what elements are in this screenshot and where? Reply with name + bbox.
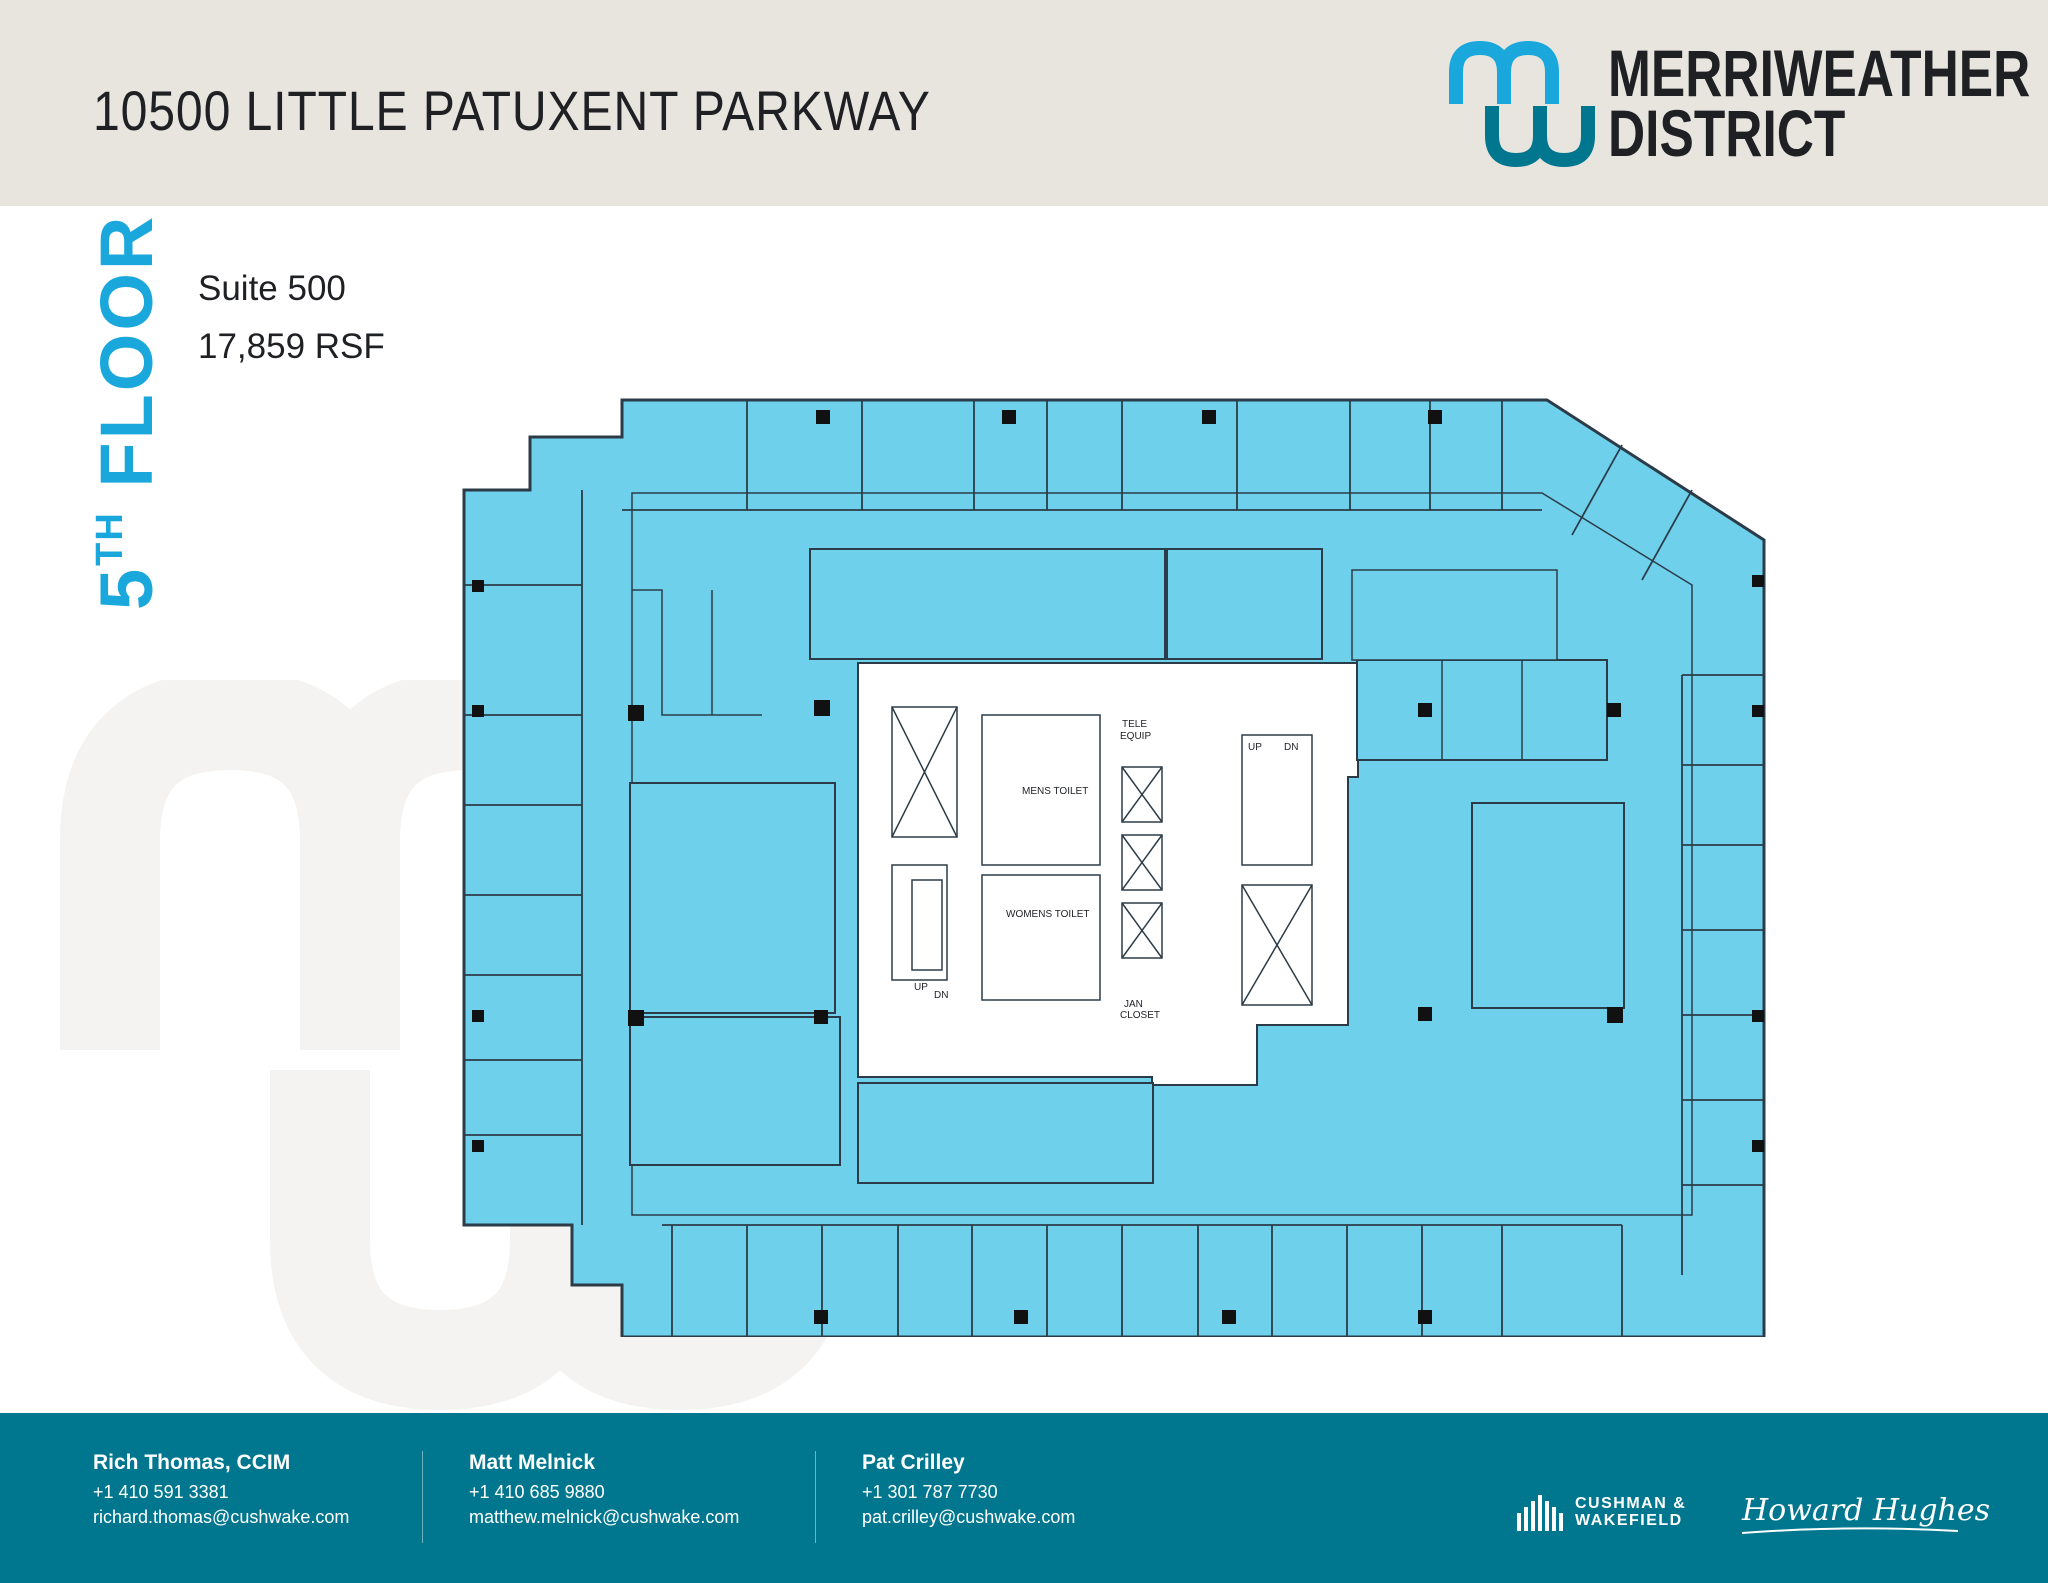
room-north-center xyxy=(1166,548,1323,660)
cw-line2: WAKEFIELD xyxy=(1575,1512,1683,1529)
floor-suffix: TH xyxy=(89,511,131,566)
structural-columns xyxy=(472,410,1764,1324)
contact-email[interactable]: matthew.melnick@cushwake.com xyxy=(469,1507,740,1527)
label-stair-left-dn: DN xyxy=(934,990,948,1001)
cw-line1: CUSHMAN & xyxy=(1575,1495,1687,1512)
contact-name: Pat Crilley xyxy=(862,1451,965,1474)
suite-area: 17,859 RSF xyxy=(198,327,385,366)
howard-hughes-logo: Howard Hughes xyxy=(1742,1493,1991,1528)
label-stair-left-up: UP xyxy=(914,982,928,993)
contact-phone: +1 410 685 9880 xyxy=(469,1482,605,1502)
logo-word-district: DISTRICT xyxy=(1608,96,1846,170)
logo-word-merriweather: MERRIWEATHER xyxy=(1608,36,2031,110)
property-address: 10500 LITTLE PATUXENT PARKWAY xyxy=(93,79,931,142)
offices-northeast xyxy=(1356,659,1608,761)
label-stair-right-dn: DN xyxy=(1284,742,1298,753)
label-equip: EQUIP xyxy=(1120,731,1151,742)
label-jan: JAN xyxy=(1124,999,1143,1010)
left-offices xyxy=(464,490,583,1225)
label-tele: TELE xyxy=(1122,719,1147,730)
cushman-wakefield-mark-icon xyxy=(1517,1495,1563,1531)
contact-card: Matt Melnick +1 410 685 9880 matthew.mel… xyxy=(469,1451,739,1530)
floor-word: FLOOR xyxy=(85,213,168,488)
header-band: 10500 LITTLE PATUXENT PARKWAY MERRIWEATH… xyxy=(0,0,2048,206)
label-mens-toilet: MENS TOILET xyxy=(1022,786,1088,797)
howard-hughes-underline-icon xyxy=(1741,1527,1959,1534)
floor-plan: TELE EQUIP MENS TOILET WOMENS TOILET JAN… xyxy=(462,398,1766,1337)
label-closet: CLOSET xyxy=(1120,1010,1160,1021)
conference-room-east xyxy=(1471,802,1625,1009)
contact-phone: +1 301 787 7730 xyxy=(862,1482,998,1502)
contact-phone: +1 410 591 3381 xyxy=(93,1482,229,1502)
conference-room-southwest xyxy=(629,1016,841,1166)
contact-email[interactable]: richard.thomas@cushwake.com xyxy=(93,1507,350,1527)
core-details xyxy=(891,706,1313,1006)
conference-room-west xyxy=(629,782,836,1014)
footer-divider xyxy=(815,1451,816,1543)
top-offices xyxy=(622,400,1542,511)
mw-logo-mark-icon xyxy=(1449,40,1595,168)
contact-card: Pat Crilley +1 301 787 7730 pat.crilley@… xyxy=(862,1451,1075,1530)
core-labels: TELE EQUIP MENS TOILET WOMENS TOILET JAN… xyxy=(914,719,1298,1021)
room-south xyxy=(857,1082,1154,1184)
contact-name: Matt Melnick xyxy=(469,1451,596,1474)
footer-divider xyxy=(422,1451,423,1543)
contact-email[interactable]: pat.crilley@cushwake.com xyxy=(862,1507,1076,1527)
label-stair-right-up: UP xyxy=(1248,742,1262,753)
interior-walls xyxy=(632,569,1558,760)
suite-number: Suite 500 xyxy=(198,269,346,308)
cushman-wakefield-logo: CUSHMAN & WAKEFIELD xyxy=(1575,1495,1686,1529)
bottom-offices xyxy=(662,1224,1623,1337)
label-womens-toilet: WOMENS TOILET xyxy=(1006,909,1090,920)
contact-name: Rich Thomas, CCIM xyxy=(93,1451,291,1474)
floor-label: 5TH FLOOR xyxy=(84,214,169,610)
interior-rooms xyxy=(629,548,1625,1184)
footer-band: Rich Thomas, CCIM +1 410 591 3381 richar… xyxy=(0,1413,2048,1583)
suite-info: Suite 500 17,859 RSF xyxy=(198,260,385,376)
contact-card: Rich Thomas, CCIM +1 410 591 3381 richar… xyxy=(93,1451,349,1530)
right-offices xyxy=(1571,444,1764,1275)
building-core xyxy=(857,662,1359,1086)
floor-number: 5 xyxy=(85,565,168,610)
merriweather-logo: MERRIWEATHER DISTRICT xyxy=(1448,40,2030,170)
workroom-north xyxy=(809,548,1166,660)
